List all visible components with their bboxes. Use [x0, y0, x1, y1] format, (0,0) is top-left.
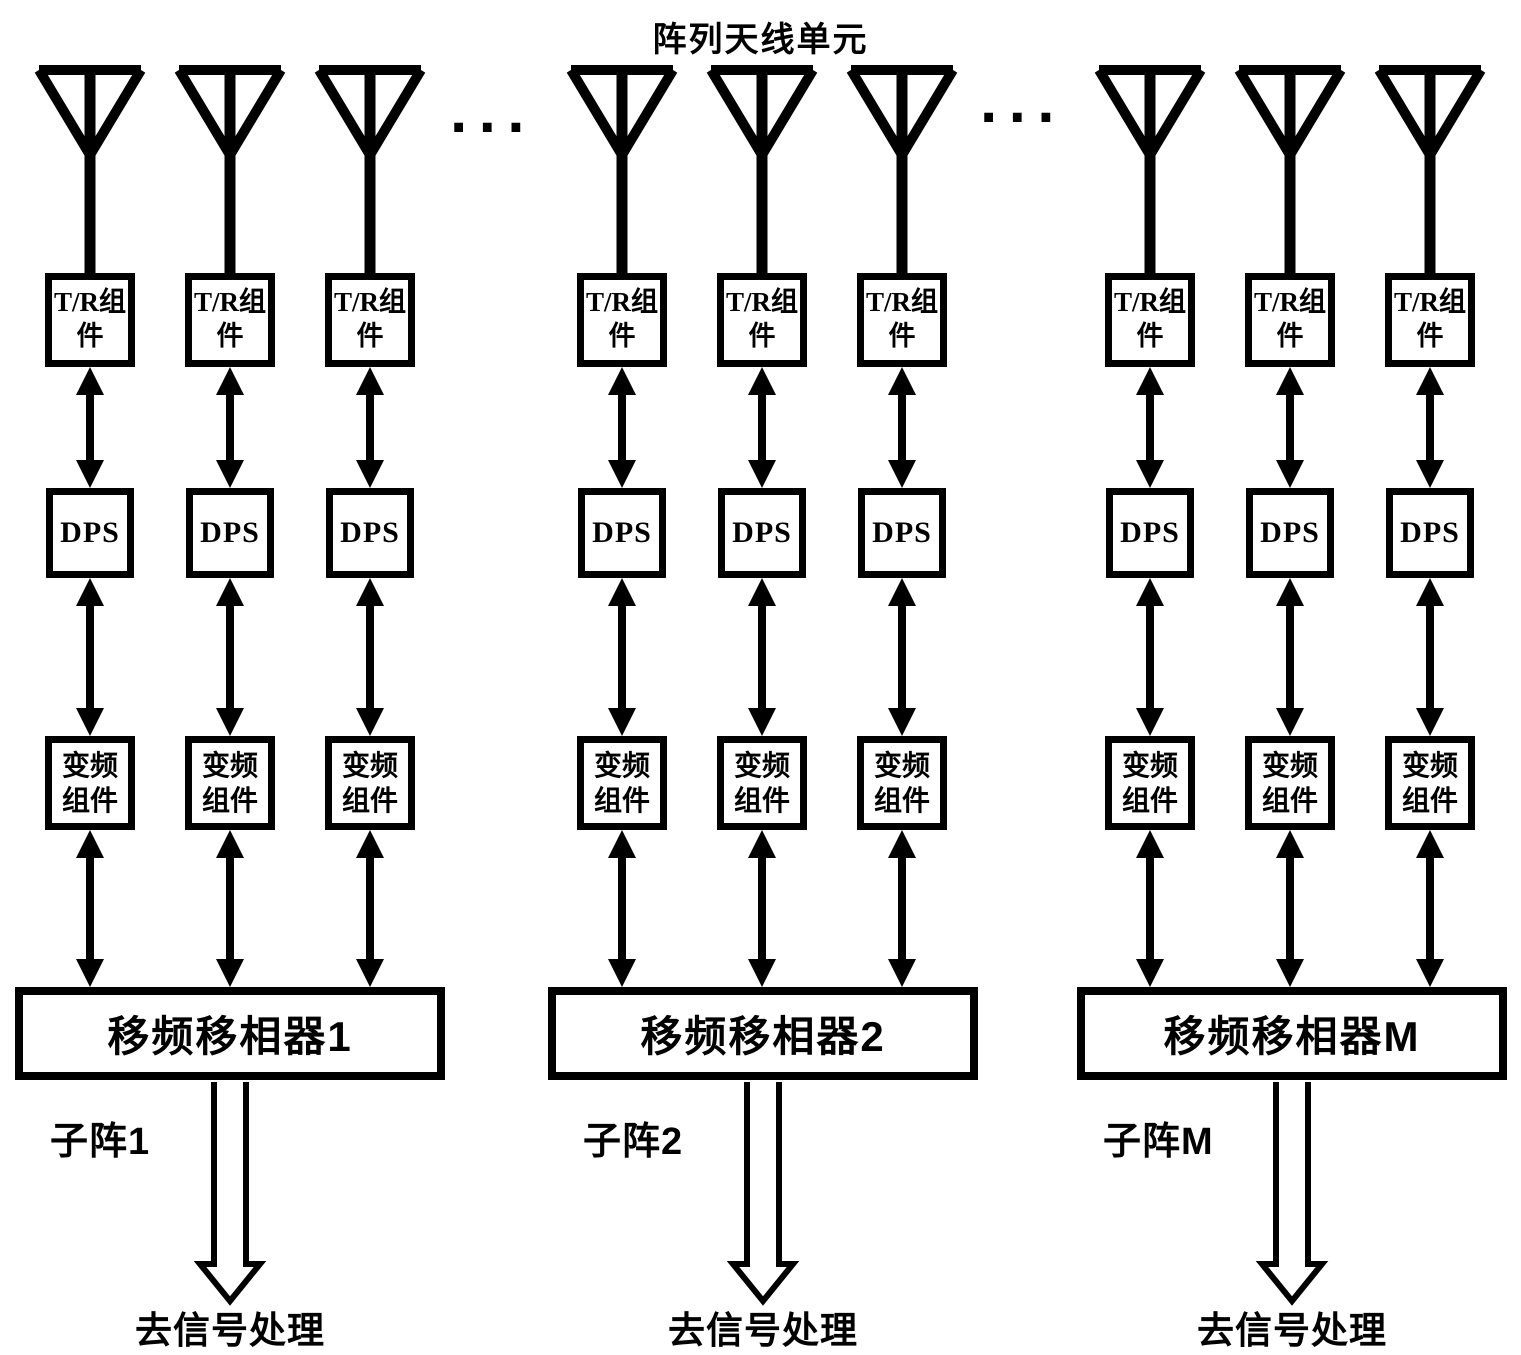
converter-label: 组件	[1261, 785, 1318, 816]
dps-box: DPS	[186, 488, 274, 578]
antenna-icon	[314, 65, 426, 277]
tr-module-label: 件	[748, 321, 776, 351]
output-label-2: 去信号处理	[668, 1310, 858, 1351]
subarray-label-m: 子阵M	[1103, 1121, 1214, 1163]
tr-module-box: T/R组件	[1385, 273, 1475, 367]
converter-box: 变频组件	[325, 736, 415, 830]
antenna-icon	[34, 65, 146, 277]
shifter-box-1: 移频移相器1	[15, 987, 445, 1080]
dps-label: DPS	[1260, 516, 1320, 550]
converter-label: 变频	[733, 750, 790, 781]
converter-box: 变频组件	[1245, 736, 1335, 830]
dps-box: DPS	[1246, 488, 1334, 578]
tr-module-label: 件	[1276, 321, 1304, 351]
dps-box: DPS	[578, 488, 666, 578]
tr-module-label: T/R组	[1253, 287, 1326, 318]
converter-box: 变频组件	[857, 736, 947, 830]
converter-label: 组件	[1401, 785, 1458, 816]
dps-label: DPS	[1400, 516, 1460, 550]
double-arrow-icon	[76, 830, 1444, 987]
converter-label: 变频	[341, 750, 398, 781]
dps-box: DPS	[326, 488, 414, 578]
converter-label: 变频	[1121, 750, 1178, 781]
diagram-title: 阵列天线单元	[652, 21, 869, 59]
converter-label: 变频	[1401, 750, 1458, 781]
tr-module-label: T/R组	[193, 287, 266, 318]
antenna-icon	[1234, 65, 1346, 277]
antenna-icon	[1094, 65, 1206, 277]
dps-box: DPS	[1106, 488, 1194, 578]
converter-label: 组件	[593, 785, 650, 816]
antenna-icon	[1374, 65, 1486, 277]
antenna-icon	[566, 65, 678, 277]
dps-label: DPS	[60, 516, 120, 550]
tr-module-box: T/R组件	[857, 273, 947, 367]
converter-label: 变频	[873, 750, 930, 781]
tr-module-label: T/R组	[585, 287, 658, 318]
tr-module-label: T/R组	[725, 287, 798, 318]
converter-box: 变频组件	[577, 736, 667, 830]
dps-label: DPS	[200, 516, 260, 550]
shifter-box-2: 移频移相器2	[548, 987, 978, 1080]
tr-module-label: 件	[888, 321, 916, 351]
ellipsis-right: ···	[980, 83, 1066, 152]
converter-box: 变频组件	[1385, 736, 1475, 830]
subarray-label-1: 子阵1	[50, 1121, 151, 1163]
dps-box: DPS	[1386, 488, 1474, 578]
dps-label: DPS	[1120, 516, 1180, 550]
ellipsis-left: ···	[450, 93, 536, 162]
subarray-label-2: 子阵2	[583, 1121, 684, 1163]
tr-module-box: T/R组件	[1105, 273, 1195, 367]
output-arrow-icon	[193, 1082, 1329, 1306]
tr-module-label: 件	[216, 321, 244, 351]
dps-box: DPS	[718, 488, 806, 578]
dps-box: DPS	[46, 488, 134, 578]
dps-label: DPS	[592, 516, 652, 550]
dps-label: DPS	[340, 516, 400, 550]
converter-label: 组件	[733, 785, 790, 816]
tr-module-label: 件	[1136, 321, 1164, 351]
converter-label: 组件	[61, 785, 118, 816]
antenna-icon	[706, 65, 818, 277]
tr-module-label: 件	[356, 321, 384, 351]
tr-module-label: T/R组	[53, 287, 126, 318]
converter-label: 变频	[593, 750, 650, 781]
tr-module-label: 件	[608, 321, 636, 351]
tr-module-label: T/R组	[1113, 287, 1186, 318]
tr-module-label: T/R组	[1393, 287, 1466, 318]
dps-box: DPS	[858, 488, 946, 578]
output-label-m: 去信号处理	[1197, 1310, 1387, 1351]
dps-label: DPS	[732, 516, 792, 550]
converter-label: 变频	[201, 750, 258, 781]
tr-module-label: T/R组	[333, 287, 406, 318]
tr-module-box: T/R组件	[1245, 273, 1335, 367]
converter-label: 变频	[61, 750, 118, 781]
antenna-icon	[846, 65, 958, 277]
tr-module-label: T/R组	[865, 287, 938, 318]
shifter-box-m: 移频移相器M	[1077, 987, 1507, 1080]
converter-box: 变频组件	[717, 736, 807, 830]
converter-label: 变频	[1261, 750, 1318, 781]
converter-label: 组件	[873, 785, 930, 816]
dps-label: DPS	[872, 516, 932, 550]
converter-box: 变频组件	[185, 736, 275, 830]
tr-module-box: T/R组件	[45, 273, 135, 367]
output-label-1: 去信号处理	[135, 1310, 325, 1351]
converter-box: 变频组件	[1105, 736, 1195, 830]
converter-label: 组件	[1121, 785, 1178, 816]
double-arrow-icon	[76, 367, 1444, 488]
double-arrow-icon	[76, 578, 1444, 736]
converter-label: 组件	[201, 785, 258, 816]
tr-module-box: T/R组件	[185, 273, 275, 367]
tr-module-label: 件	[1416, 321, 1444, 351]
tr-module-box: T/R组件	[325, 273, 415, 367]
tr-module-box: T/R组件	[717, 273, 807, 367]
converter-label: 组件	[341, 785, 398, 816]
converter-box: 变频组件	[45, 736, 135, 830]
tr-module-box: T/R组件	[577, 273, 667, 367]
tr-module-label: 件	[76, 321, 104, 351]
antenna-icon	[174, 65, 286, 277]
